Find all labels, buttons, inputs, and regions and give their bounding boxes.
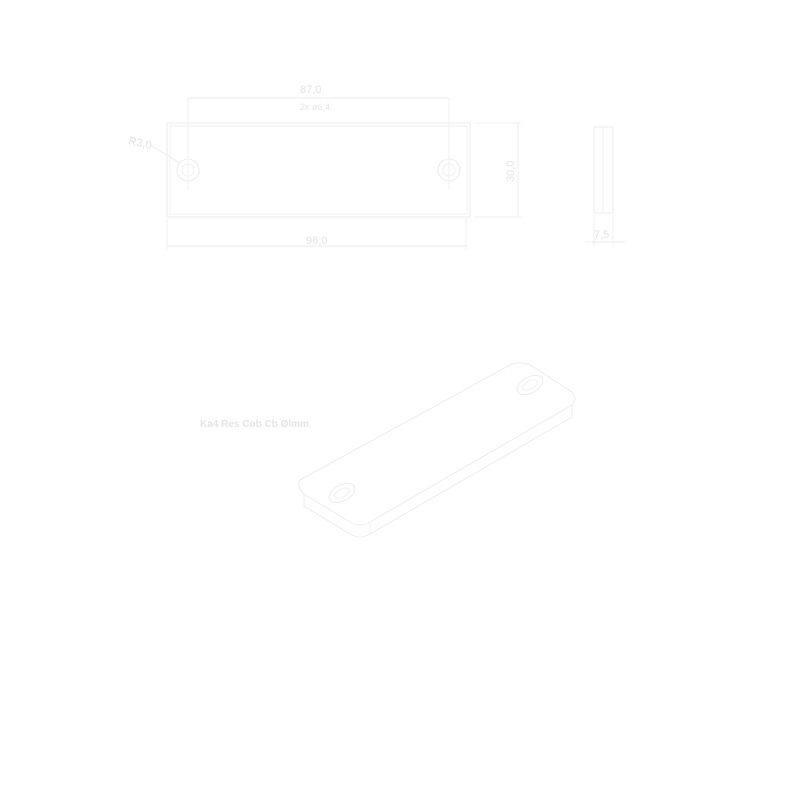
height-dimension: 30,0 [474,122,522,218]
front-view-outline [166,122,471,218]
radius-leader-line [149,144,181,164]
width-dimension: 96,0 [166,219,467,250]
hole-spec-label: 2x ø6,4 [300,102,330,112]
iso-side-face [303,405,573,538]
iso-left-hole-inner [334,487,350,499]
thickness-label: 7,5 [594,229,609,241]
iso-right-hole [516,374,544,396]
part-label: Ka4 Res Cob Cb Ølmm [200,419,309,430]
hole-spacing-dimension: 87,0 2x ø6,4 [188,84,449,112]
hole-spacing-label: 87,0 [300,84,321,96]
thickness-dimension: 7,5 [585,215,625,246]
iso-left-hole [328,482,356,504]
isometric-view [298,362,576,538]
iso-right-hole-inner [522,379,538,391]
width-label: 96,0 [306,235,327,247]
front-view-inner-edge [169,125,468,215]
height-label: 30,0 [505,161,517,182]
front-view [166,98,471,218]
radius-callout: R3,0 [127,135,181,164]
radius-label: R3,0 [127,135,152,152]
side-view [593,126,614,214]
